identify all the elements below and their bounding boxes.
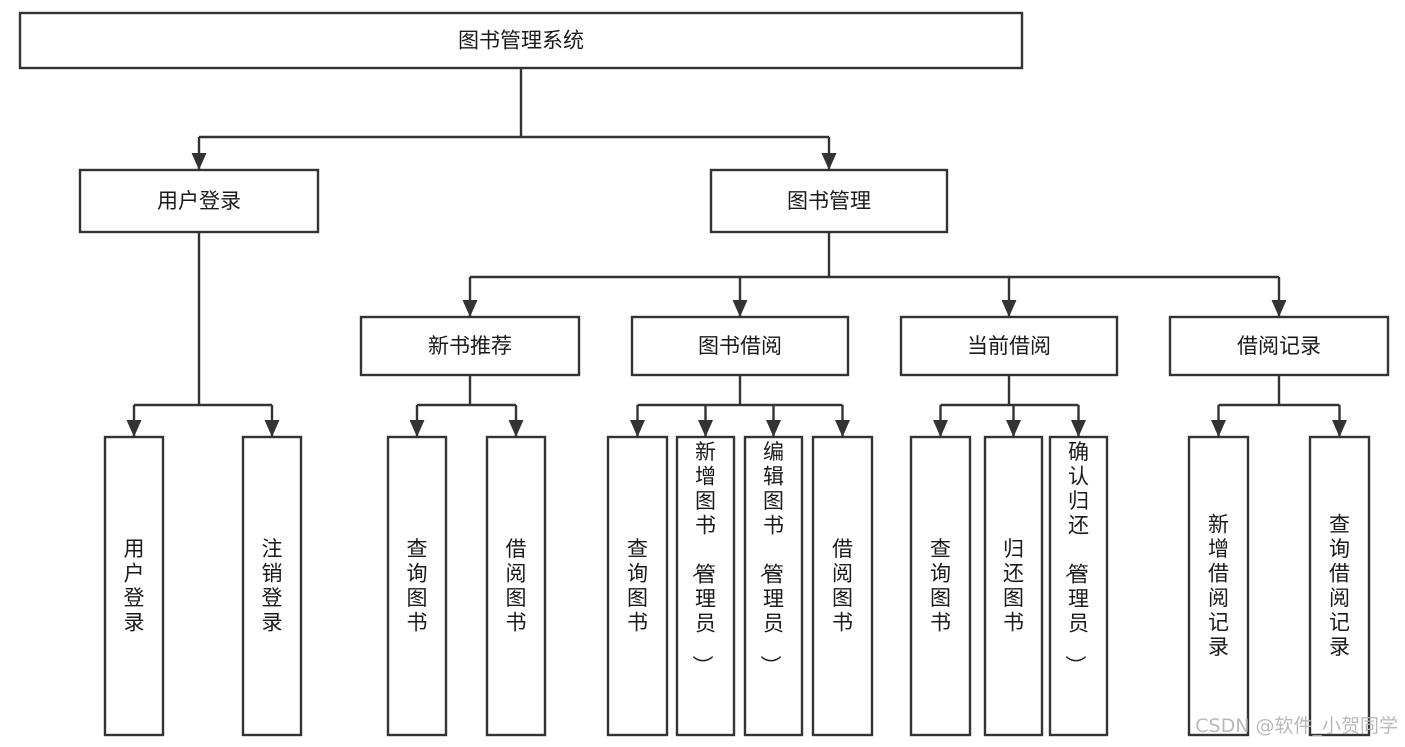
node-box xyxy=(606,435,669,737)
node-label: 借阅记录 xyxy=(1237,334,1321,358)
node-box xyxy=(709,168,949,234)
node-box xyxy=(630,315,850,377)
level3-2-to-leaves-arrow-0 xyxy=(933,420,948,437)
node-box xyxy=(18,11,1024,70)
node-level3-2[interactable]: 当前借阅 xyxy=(899,315,1119,377)
node-box xyxy=(241,435,303,737)
node-box xyxy=(485,435,547,737)
node-level3-3[interactable]: 借阅记录 xyxy=(1168,315,1390,377)
node-layer: 图书管理系统用户登录图书管理新书推荐图书借阅当前借阅借阅记录用户登录注销登录查询… xyxy=(18,11,1390,737)
node-box xyxy=(1168,315,1390,377)
node-box xyxy=(1187,435,1250,737)
node-label: 用户登录 xyxy=(124,537,145,635)
node-leaf-3[interactable]: 借阅图书 xyxy=(485,435,547,737)
bookmgmt-to-level3-arrow-1 xyxy=(732,300,748,317)
node-leaf-12[interactable]: 查询借阅记录 xyxy=(1308,435,1371,737)
root-to-level2-arrow-0 xyxy=(191,153,207,170)
node-label: 用户登录 xyxy=(157,189,241,213)
node-label: 借阅图书 xyxy=(506,537,527,635)
node-label: 查询图书 xyxy=(930,537,951,635)
node-label: 新增图书（管理员） xyxy=(690,440,716,676)
node-box xyxy=(386,435,448,737)
root-to-level2-arrow-1 xyxy=(821,153,837,170)
node-leaf-8[interactable]: 查询图书 xyxy=(909,435,972,737)
node-label: 归还图书 xyxy=(1003,537,1024,635)
node-label: 图书管理 xyxy=(787,189,871,213)
userlogin-to-leaves-arrow-0 xyxy=(126,420,142,437)
node-leaf-10[interactable]: 确认归还（管理员） xyxy=(1048,435,1109,737)
node-leaf-9[interactable]: 归还图书 xyxy=(983,435,1044,737)
node-leaf-1[interactable]: 注销登录 xyxy=(241,435,303,737)
node-leaf-6[interactable]: 编辑图书（管理员） xyxy=(743,435,804,737)
node-label: 新增借阅记录 xyxy=(1208,513,1229,660)
node-box xyxy=(675,435,736,737)
node-label: 确认归还（管理员） xyxy=(1063,440,1089,676)
userlogin-to-leaves-arrow-1 xyxy=(264,420,280,437)
csdn-watermark: CSDN @软件_小贺同学 xyxy=(1195,715,1398,737)
node-level3-0[interactable]: 新书推荐 xyxy=(359,315,581,377)
node-label: 注销登录 xyxy=(262,537,283,635)
node-box xyxy=(743,435,804,737)
node-box xyxy=(103,435,165,737)
node-leaf-7[interactable]: 借阅图书 xyxy=(811,435,874,737)
level3-2-to-leaves-arrow-2 xyxy=(1071,420,1086,437)
node-label: 查询借阅记录 xyxy=(1329,513,1350,660)
bookmgmt-to-level3-arrow-3 xyxy=(1271,300,1287,317)
node-leaf-5[interactable]: 新增图书（管理员） xyxy=(675,435,736,737)
level3-0-to-leaves-arrow-1 xyxy=(508,420,524,437)
level3-3-to-leaves-arrow-0 xyxy=(1211,420,1226,437)
node-box xyxy=(1308,435,1371,737)
node-box xyxy=(78,168,320,234)
bookmgmt-to-level3-arrow-0 xyxy=(462,300,478,317)
node-box xyxy=(359,315,581,377)
level3-1-to-leaves-arrow-3 xyxy=(835,420,850,437)
node-leaf-0[interactable]: 用户登录 xyxy=(103,435,165,737)
node-level2-1[interactable]: 图书管理 xyxy=(709,168,949,234)
node-box xyxy=(983,435,1044,737)
level3-1-to-leaves-arrow-0 xyxy=(630,420,645,437)
node-label: 查询图书 xyxy=(627,537,648,635)
node-label: 图书管理系统 xyxy=(458,29,584,53)
node-box xyxy=(1048,435,1109,737)
node-level3-1[interactable]: 图书借阅 xyxy=(630,315,850,377)
level3-1-to-leaves-arrow-2 xyxy=(766,420,781,437)
node-label: 借阅图书 xyxy=(832,537,853,635)
level3-2-to-leaves-arrow-1 xyxy=(1006,420,1021,437)
node-box xyxy=(811,435,874,737)
level3-0-to-leaves-arrow-0 xyxy=(409,420,425,437)
node-label: 编辑图书（管理员） xyxy=(758,440,784,676)
bookmgmt-to-level3-arrow-2 xyxy=(1001,300,1017,317)
node-leaf-2[interactable]: 查询图书 xyxy=(386,435,448,737)
level3-1-to-leaves-arrow-1 xyxy=(698,420,713,437)
node-leaf-4[interactable]: 查询图书 xyxy=(606,435,669,737)
node-root-0[interactable]: 图书管理系统 xyxy=(18,11,1024,70)
level3-3-to-leaves-arrow-1 xyxy=(1332,420,1347,437)
connector-layer xyxy=(126,68,1347,437)
node-box xyxy=(909,435,972,737)
node-label: 查询图书 xyxy=(407,537,428,635)
node-label: 新书推荐 xyxy=(428,334,512,358)
node-box xyxy=(899,315,1119,377)
node-leaf-11[interactable]: 新增借阅记录 xyxy=(1187,435,1250,737)
node-label: 图书借阅 xyxy=(698,334,782,358)
node-label: 当前借阅 xyxy=(967,334,1051,358)
node-level2-0[interactable]: 用户登录 xyxy=(78,168,320,234)
